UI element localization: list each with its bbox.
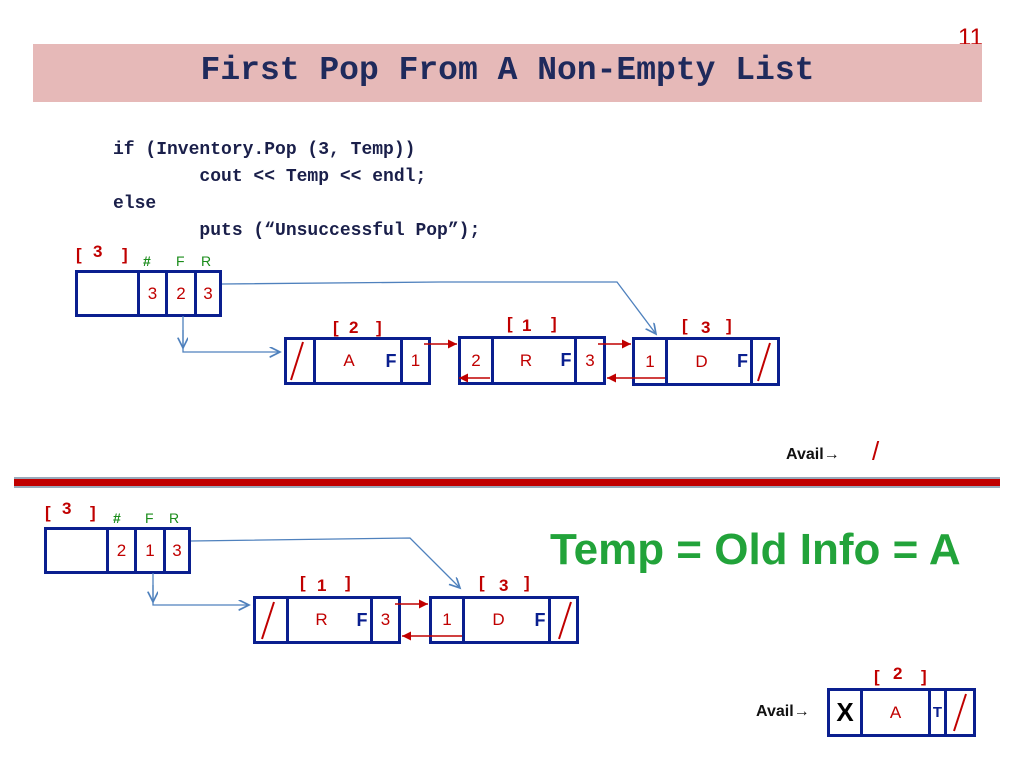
top-head-front: 2: [165, 273, 194, 314]
top-node-c-prev: 1: [645, 351, 655, 371]
bottom-node-c-index: 3: [499, 576, 509, 595]
avail-node-close-bracket: ]: [921, 667, 927, 686]
top-node-b-flag: F: [560, 350, 572, 370]
bottom-hdr-count: #: [113, 510, 121, 526]
code-line-1: if (Inventory.Pop (3, Temp)): [113, 140, 416, 160]
top-node-b: 2 R F 3: [458, 336, 606, 385]
bottom-node-b-open-bracket: [: [300, 573, 306, 592]
code-line-2: cout << Temp << endl;: [113, 167, 427, 187]
temp-result-text: Temp = Old Info = A: [550, 525, 961, 574]
avail-node-info: A: [860, 691, 928, 734]
bottom-node-b-next: 3: [370, 599, 398, 641]
top-rear-link: [221, 281, 656, 334]
avail-node-index: 2: [893, 664, 903, 683]
bottom-head-rear: 3: [163, 530, 188, 571]
avail-node-open-bracket: [: [874, 667, 880, 686]
top-head-count: 3: [137, 273, 165, 314]
top-node-a-flag: F: [385, 350, 397, 371]
top-avail-text: Avail: [786, 446, 824, 463]
top-node-c-close-bracket: ]: [726, 316, 732, 335]
bottom-node-c-close-bracket: ]: [524, 573, 530, 592]
bottom-node-b-info: R: [286, 599, 354, 641]
top-node-c-next: [750, 340, 777, 383]
bottom-hdr-rear: R: [169, 510, 180, 526]
top-node-a-null-slash: [290, 341, 304, 381]
top-hdr-count: #: [143, 253, 151, 269]
top-head-index-close-bracket: ]: [122, 245, 128, 264]
top-hdr-front: F: [176, 253, 185, 269]
top-avail-arrow: →: [823, 446, 840, 463]
avail-node: X A T: [827, 688, 976, 737]
top-node-a-index: 2: [349, 318, 359, 337]
avail-node-null-slash: [953, 693, 967, 732]
bottom-node-b-null-slash: [261, 601, 275, 640]
top-node-c-null-slash: [757, 342, 771, 382]
bottom-node-c-next: [548, 599, 576, 641]
avail-node-flag: T: [928, 691, 944, 734]
bottom-head-open-bracket: [: [45, 503, 51, 522]
top-node-b-close-bracket: ]: [551, 314, 557, 333]
bottom-node-c-open-bracket: [: [479, 573, 485, 592]
top-avail-null: /: [872, 436, 880, 466]
top-head-index: 3: [93, 242, 103, 261]
code-line-3: else: [113, 194, 157, 214]
bottom-head-count: 2: [106, 530, 134, 571]
bottom-hdr-front: F: [145, 510, 154, 526]
slide-title: First Pop From A Non-Empty List: [200, 52, 815, 89]
top-node-b-info: R: [491, 339, 558, 382]
avail-node-mark: X: [836, 697, 854, 727]
bottom-node-c-info: D: [462, 599, 532, 641]
bottom-head-record: 2 1 3: [44, 527, 191, 574]
bottom-head-close-bracket: ]: [90, 503, 96, 522]
bottom-avail-arrow: →: [793, 703, 810, 720]
bottom-node-b-index: 1: [317, 576, 327, 595]
bottom-head-index: 3: [62, 499, 72, 518]
top-node-b-open-bracket: [: [507, 314, 513, 333]
top-head-rear: 3: [194, 273, 219, 314]
section-divider: [14, 477, 1000, 488]
top-node-c-index: 3: [701, 318, 711, 337]
top-node-a-open-bracket: [: [333, 318, 339, 337]
top-head-record: 3 2 3: [75, 270, 222, 317]
top-node-a: A F 1: [284, 337, 431, 385]
top-node-b-index: 1: [522, 316, 532, 335]
code-line-4: puts (“Unsuccessful Pop”);: [113, 221, 481, 241]
avail-node-next: [944, 691, 973, 734]
bottom-node-c-prev: 1: [442, 610, 452, 629]
bottom-avail-text: Avail: [756, 703, 794, 720]
bottom-node-b-flag: F: [356, 609, 368, 630]
title-bar: [33, 44, 982, 102]
top-avail-label: Avail→: [786, 446, 840, 464]
bottom-node-b-close-bracket: ]: [345, 573, 351, 592]
top-node-c-open-bracket: [: [682, 316, 688, 335]
bottom-node-c-null-slash: [558, 601, 572, 640]
top-node-a-next: 1: [400, 340, 428, 382]
bottom-front-link: [152, 573, 249, 605]
code-block: if (Inventory.Pop (3, Temp)) cout << Tem…: [113, 137, 480, 245]
bottom-avail-label: Avail→: [756, 703, 810, 721]
top-node-a-info: A: [313, 340, 382, 382]
bottom-rear-link: [190, 537, 460, 588]
top-node-c-flag: F: [737, 351, 748, 371]
bottom-node-c-flag: F: [534, 609, 546, 630]
top-node-c-info: D: [665, 340, 735, 383]
top-head-index-open-bracket: [: [76, 245, 82, 264]
bottom-node-b: R F 3: [253, 596, 401, 644]
top-node-a-close-bracket: ]: [376, 318, 382, 337]
top-hdr-rear: R: [201, 253, 212, 269]
bottom-head-front: 1: [134, 530, 163, 571]
top-node-b-next: 3: [574, 339, 603, 382]
top-node-b-prev: 2: [471, 350, 481, 370]
top-front-link: [182, 316, 280, 352]
